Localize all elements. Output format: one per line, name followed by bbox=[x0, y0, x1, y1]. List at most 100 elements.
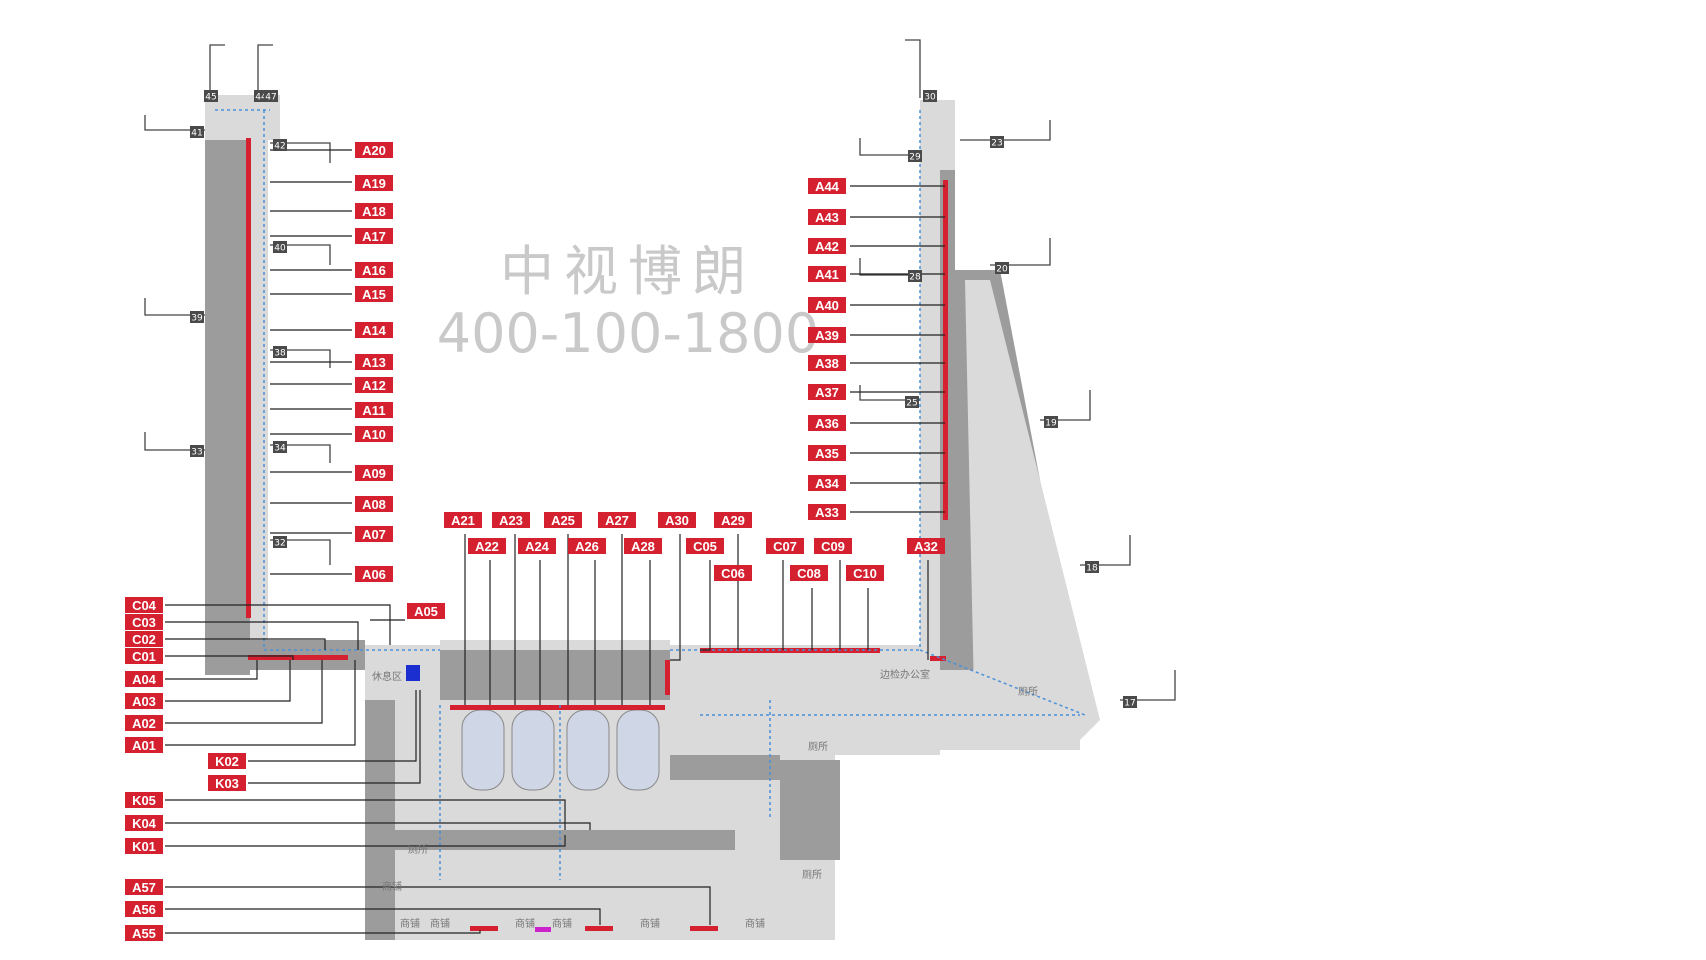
bridge-number-text: 18 bbox=[1086, 564, 1098, 574]
bridge-number-32: 32 bbox=[273, 536, 287, 549]
watermark-company: 中视博朗 bbox=[500, 240, 756, 303]
gate-label-a15: A15 bbox=[355, 286, 393, 302]
gate-label-a57: A57 bbox=[125, 879, 163, 895]
rest-area-label: 休息区 bbox=[372, 670, 402, 683]
bridge-number-text: 33 bbox=[191, 448, 202, 458]
gate-label-text: A11 bbox=[362, 403, 385, 418]
gate-label-text: A34 bbox=[815, 476, 840, 491]
bridge-number-text: 29 bbox=[909, 153, 921, 163]
gate-label-text: A41 bbox=[815, 267, 839, 282]
gate-label-text: K05 bbox=[132, 793, 156, 808]
gate-label-text: A42 bbox=[815, 239, 839, 254]
gate-label-a34: A34 bbox=[808, 475, 846, 491]
bridge-number-text: 41 bbox=[191, 129, 202, 139]
bridge-number-text: 45 bbox=[205, 93, 216, 103]
border-office-label: 边检办公室 bbox=[880, 668, 930, 681]
bridge-number-29: 29 bbox=[908, 150, 922, 163]
gate-label-a17: A17 bbox=[355, 228, 393, 244]
watermark: 中视博朗 400-100-1800 bbox=[437, 240, 820, 365]
gate-label-text: K02 bbox=[215, 754, 239, 769]
gate-label-a43: A43 bbox=[808, 209, 846, 225]
gate-label-a12: A12 bbox=[355, 377, 393, 393]
bridge-number-45: 45 bbox=[204, 90, 218, 103]
gate-label-a35: A35 bbox=[808, 445, 846, 461]
bridge-number-19: 19 bbox=[1044, 416, 1058, 429]
bridge-number-17: 17 bbox=[1123, 696, 1137, 709]
gate-label-a04: A04 bbox=[125, 671, 163, 687]
gate-label-text: A15 bbox=[362, 287, 386, 302]
gate-label-text: A57 bbox=[132, 880, 156, 895]
gate-label-text: A05 bbox=[414, 604, 438, 619]
gate-label-text: A35 bbox=[815, 446, 839, 461]
gate-label-text: A30 bbox=[665, 513, 689, 528]
gate-label-k03: K03 bbox=[208, 775, 246, 791]
gate-label-text: A06 bbox=[362, 567, 386, 582]
gate-label-c01: C01 bbox=[125, 648, 163, 664]
facility-labels: 边检办公室 厕所 厕所 厕所 厕所 休息区 商铺 商铺 商铺 商铺 商铺 商铺 … bbox=[372, 668, 1038, 930]
gate-label-text: A18 bbox=[362, 204, 386, 219]
gate-label-a06: A06 bbox=[355, 566, 393, 582]
gate-label-text: A10 bbox=[362, 427, 386, 442]
bridge-number-text: 20 bbox=[996, 265, 1008, 275]
gate-label-c04: C04 bbox=[125, 597, 163, 613]
gate-label-text: A43 bbox=[815, 210, 839, 225]
gate-label-text: C03 bbox=[132, 615, 156, 630]
gate-label-text: A14 bbox=[362, 323, 387, 338]
gate-label-a23: A23 bbox=[492, 512, 530, 528]
bridge-number-34: 34 bbox=[273, 441, 287, 454]
bridge-number-text: 32 bbox=[274, 539, 285, 549]
restroom-label: 厕所 bbox=[802, 869, 822, 881]
gate-label-text: A36 bbox=[815, 416, 839, 431]
bridge-number-28: 28 bbox=[908, 270, 922, 283]
bridge-number-text: 30 bbox=[924, 93, 936, 103]
gate-label-text: C01 bbox=[132, 649, 156, 664]
bridge-number-30: 30 bbox=[923, 90, 937, 103]
gate-label-a08: A08 bbox=[355, 496, 393, 512]
gate-label-text: C08 bbox=[797, 566, 821, 581]
gate-label-text: A32 bbox=[914, 539, 938, 554]
gate-label-text: A19 bbox=[362, 176, 386, 191]
gate-label-text: C09 bbox=[821, 539, 845, 554]
bridge-number-text: 44 bbox=[255, 93, 267, 103]
gate-label-a42: A42 bbox=[808, 238, 846, 254]
gate-label-text: A01 bbox=[132, 738, 156, 753]
gate-labels: A20A19A18A17A16A15A14A13A12A11A10A09A08A… bbox=[125, 142, 945, 941]
bridge-number-25: 25 bbox=[905, 396, 919, 409]
gate-label-c08: C08 bbox=[790, 565, 828, 581]
gate-label-text: A17 bbox=[362, 229, 386, 244]
shop-label: 商铺 bbox=[745, 917, 765, 930]
bridge-number-18: 18 bbox=[1085, 561, 1099, 574]
bridge-number-text: 17 bbox=[1124, 699, 1135, 709]
leader-lines bbox=[165, 149, 945, 934]
bridge-number-text: 40 bbox=[274, 244, 286, 254]
gate-label-text: A22 bbox=[475, 539, 499, 554]
gate-label-a25: A25 bbox=[544, 512, 582, 528]
gate-label-text: C04 bbox=[132, 598, 157, 613]
gate-label-text: A44 bbox=[815, 179, 840, 194]
gate-label-text: C06 bbox=[721, 566, 745, 581]
gate-label-text: A38 bbox=[815, 356, 839, 371]
gate-label-text: A03 bbox=[132, 694, 156, 709]
terminal-shapes bbox=[205, 95, 1100, 940]
gate-label-c07: C07 bbox=[766, 538, 804, 554]
gate-label-a56: A56 bbox=[125, 901, 163, 917]
gate-label-text: C10 bbox=[853, 566, 877, 581]
bridge-number-40: 40 bbox=[273, 241, 287, 254]
bridge-number-20: 20 bbox=[995, 262, 1009, 275]
gate-label-text: A21 bbox=[451, 513, 475, 528]
gate-label-a33: A33 bbox=[808, 504, 846, 520]
gate-label-a39: A39 bbox=[808, 327, 846, 343]
gate-label-a41: A41 bbox=[808, 266, 846, 282]
gate-label-a02: A02 bbox=[125, 715, 163, 731]
gate-label-a16: A16 bbox=[355, 262, 393, 278]
bridge-number-47: 47 bbox=[264, 90, 278, 103]
gate-label-text: A56 bbox=[132, 902, 156, 917]
passenger-flow bbox=[215, 109, 1086, 880]
bridge-number-39: 39 bbox=[190, 311, 204, 324]
gate-label-text: C07 bbox=[773, 539, 797, 554]
gate-label-text: C05 bbox=[693, 539, 717, 554]
gate-label-text: A39 bbox=[815, 328, 839, 343]
bridge-number-text: 28 bbox=[909, 273, 921, 283]
